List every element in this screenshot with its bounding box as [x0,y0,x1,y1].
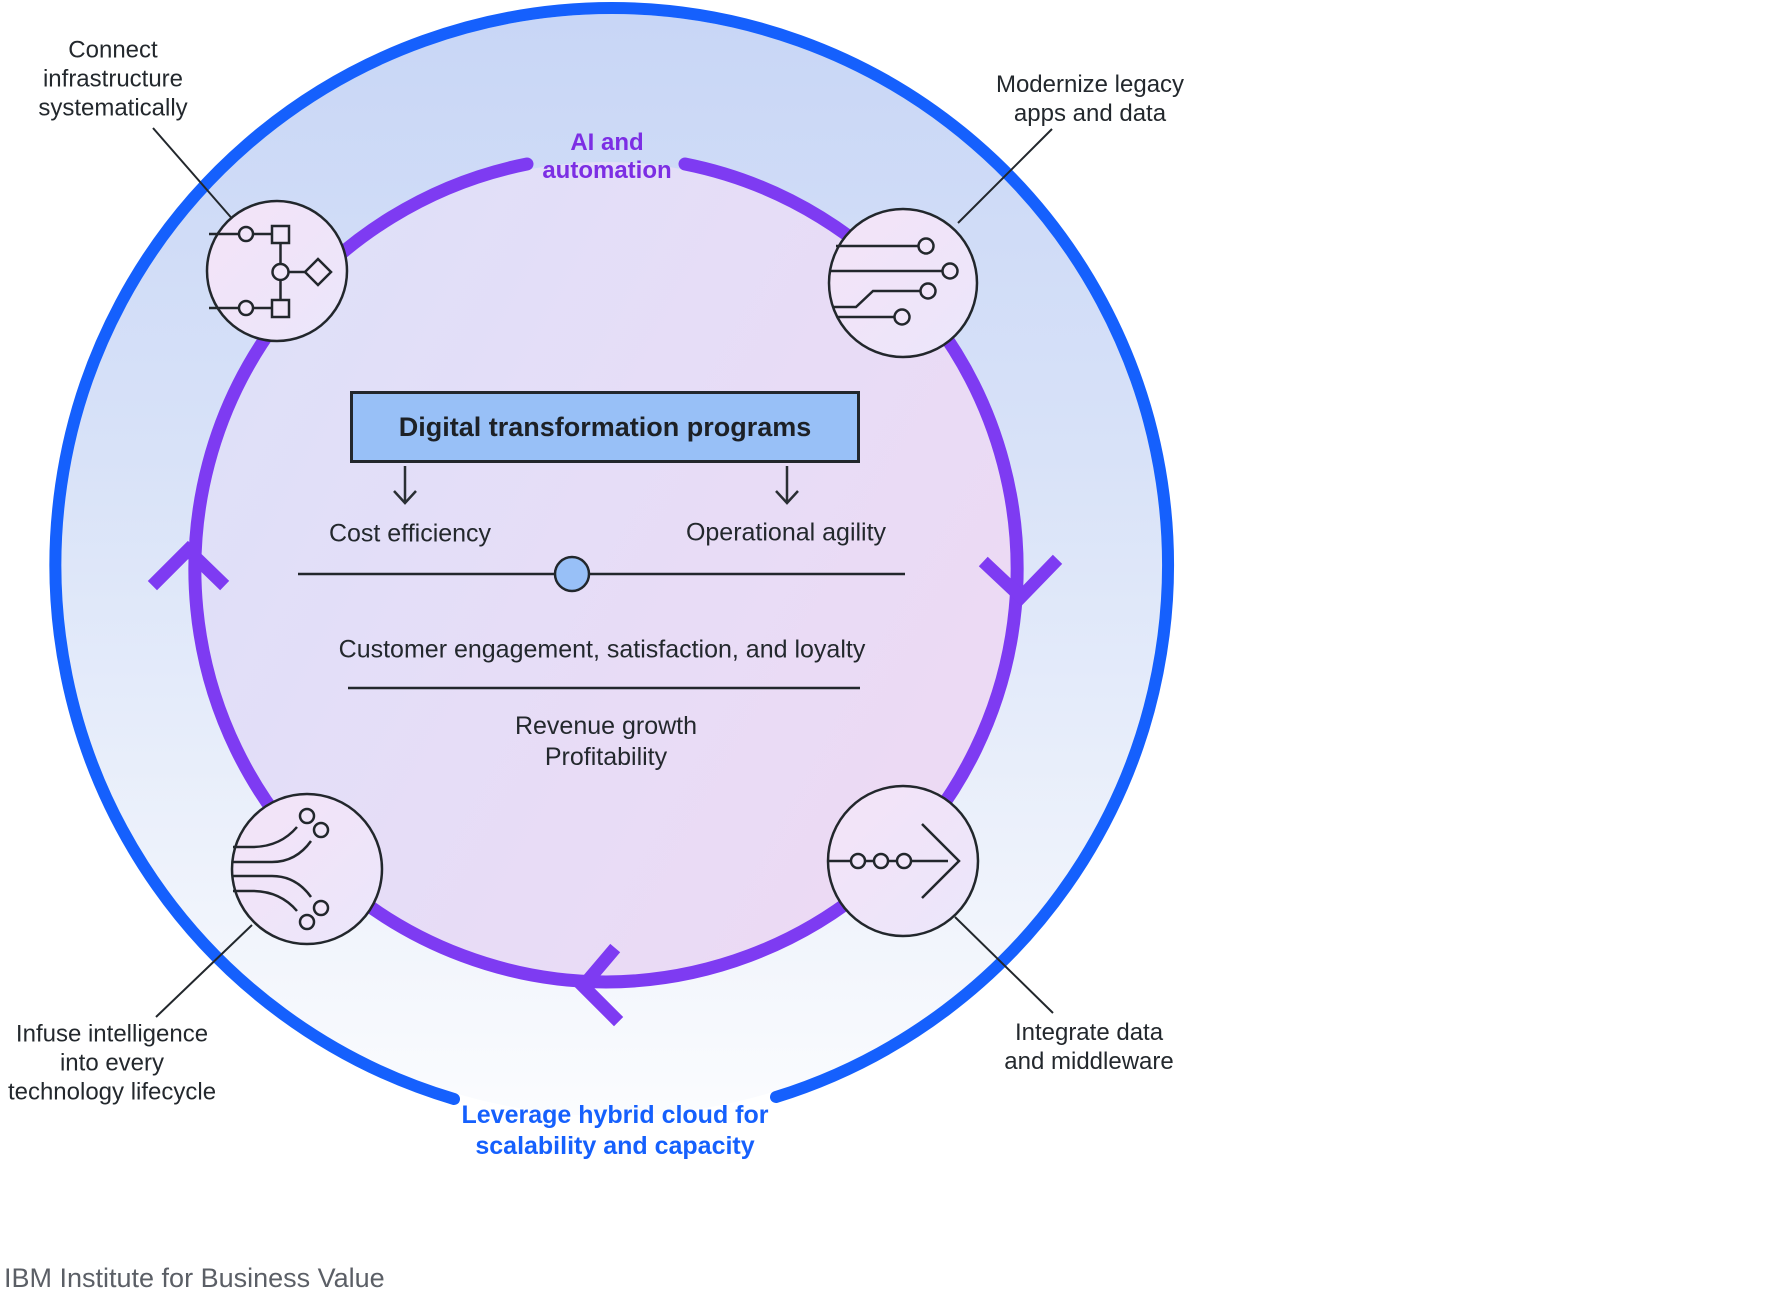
leader-line-bottom-right [954,916,1054,1014]
workflow-icon [205,199,349,343]
flow-arrow-left [147,540,230,591]
flow-arrow-right [978,554,1063,607]
node-label-line: Modernize legacy [995,71,1185,98]
balance-fulcrum [553,555,591,593]
results-line-profitability: Profitability [544,743,668,771]
circuit-traces-icon [827,207,979,359]
node-label-line: apps and data [1013,100,1167,127]
inner-ring-label-line1: AI and [570,129,644,156]
node-label-line: into every [59,1049,165,1077]
leader-lines [152,127,1054,1018]
balance-line [298,555,905,593]
inner-ring-label-line2: automation [542,157,672,184]
outcome-operational-agility: Operational agility [685,518,887,547]
balance-label: Customer engagement, satisfaction, and l… [338,635,866,664]
node-label-line: Infuse intelligence [15,1020,209,1048]
node-label-line: systematically [38,94,188,122]
inner-ring [147,157,1063,1027]
program-box-arrows [393,466,799,505]
outer-ring-label-line2: scalability and capacity [475,1132,755,1160]
outer-ring-label: Leverage hybrid cloud for scalability an… [461,1100,768,1162]
branching-paths-icon [230,792,384,946]
node-label-infuse-intelligence: Infuse intelligence into every technolog… [8,1020,216,1107]
node-label-line: infrastructure [42,65,184,93]
flow-arrow-bottom [574,943,624,1027]
node-label-line: Connect [68,36,158,64]
leader-line-bottom-left [155,924,253,1018]
leader-line-top-right [957,128,1053,224]
leader-line-top-left [152,127,236,223]
results-line-revenue-growth: Revenue growth [514,712,698,740]
node-label-integrate-data: Integrate data and middleware [1004,1018,1173,1076]
node-label-modernize-apps: Modernize legacy apps and data [996,70,1184,128]
inner-ring-label: AI and automation [542,129,671,185]
program-box: Digital transformation programs [350,391,860,463]
outcome-cost-efficiency: Cost efficiency [328,519,492,548]
pipeline-arrow-icon [826,784,980,938]
node-label-line: technology lifecycle [7,1078,217,1106]
footer-attribution: IBM Institute for Business Value [4,1263,385,1293]
outer-ring-label-line1: Leverage hybrid cloud for [461,1101,769,1129]
node-label-line: and middleware [1004,1048,1174,1075]
program-box-title: Digital transformation programs [398,411,812,442]
results-label: Revenue growth Profitability [515,711,697,773]
node-label-connect-infrastructure: Connect infrastructure systematically [38,36,187,123]
node-label-line: Integrate data [1014,1019,1164,1046]
